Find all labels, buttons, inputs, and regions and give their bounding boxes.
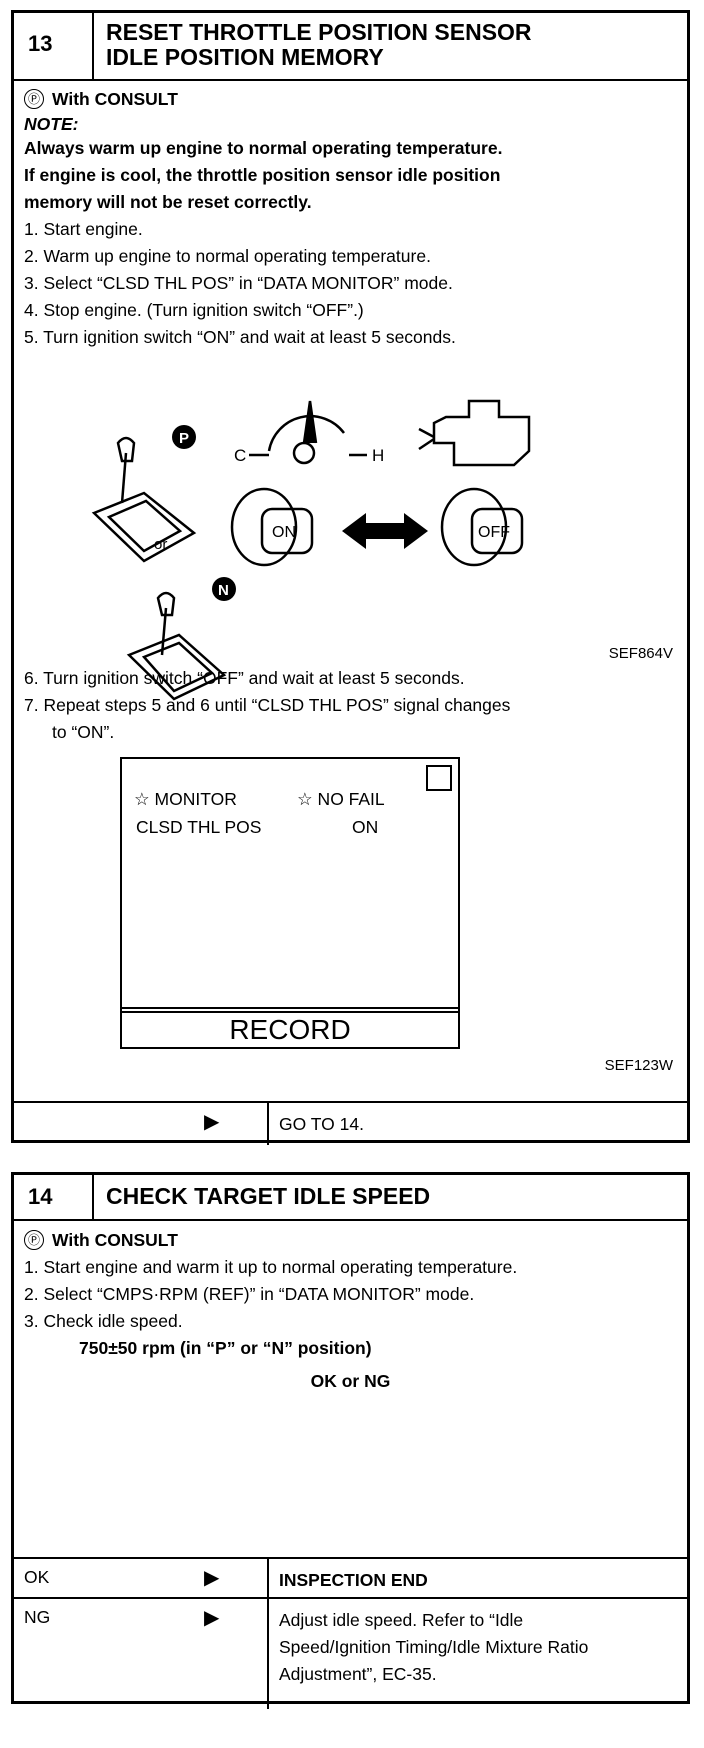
figure-caption: SEF123W bbox=[604, 1057, 673, 1074]
step-14-body: Ⓟ With CONSULT 1. Start engine and warm … bbox=[24, 1225, 677, 1395]
result-row: ▶ GO TO 14. bbox=[14, 1101, 687, 1145]
screen-corner-box bbox=[426, 765, 452, 791]
key-on-label: ON bbox=[272, 524, 296, 541]
or-label: or bbox=[154, 536, 167, 553]
step-item: 6. Turn ignition switch “OFF” and wait a… bbox=[24, 668, 465, 688]
step-14-box: 14 CHECK TARGET IDLE SPEED Ⓟ With CONSUL… bbox=[11, 1172, 690, 1709]
monitor-label: ☆ MONITOR bbox=[134, 789, 237, 809]
arrow-icon: ▶ bbox=[204, 1111, 220, 1133]
shift-n-label: N bbox=[218, 582, 229, 599]
arrow-icon: ▶ bbox=[204, 1607, 220, 1629]
note-line: memory will not be reset correctly. bbox=[24, 191, 312, 212]
step-item: 5. Turn ignition switch “ON” and wait at… bbox=[24, 326, 456, 347]
idle-speed-spec: 750±50 rpm (in “P” or “N” position) bbox=[79, 1337, 372, 1358]
ok-result: INSPECTION END bbox=[279, 1570, 428, 1590]
gauge-h-label: H bbox=[372, 446, 384, 465]
step-item: 1. Start engine. bbox=[24, 218, 143, 239]
monitor-item-value: ON bbox=[352, 817, 379, 837]
ok-or-ng-label: OK or NG bbox=[310, 1370, 391, 1391]
key-off-icon bbox=[440, 487, 524, 567]
gauge-c-label: C bbox=[234, 446, 246, 465]
consult-icon: Ⓟ bbox=[24, 1230, 44, 1250]
consult-heading: Ⓟ With CONSULT bbox=[24, 86, 178, 113]
step-number: 14 bbox=[14, 1175, 94, 1219]
step-title: CHECK TARGET IDLE SPEED bbox=[106, 1183, 431, 1209]
step-item: 4. Stop engine. (Turn ignition switch “O… bbox=[24, 299, 364, 320]
step-item: 2. Select “CMPS·RPM (REF)” in “DATA MONI… bbox=[24, 1283, 475, 1304]
key-on-icon bbox=[230, 487, 314, 567]
note-line: Always warm up engine to normal operatin… bbox=[24, 137, 503, 158]
step-number: 13 bbox=[14, 13, 94, 79]
temp-gauge-icon bbox=[267, 414, 345, 452]
step-item: 2. Warm up engine to normal operating te… bbox=[24, 245, 431, 266]
step-13-body-continued: 6. Turn ignition switch “OFF” and wait a… bbox=[24, 665, 677, 746]
shift-p-label: P bbox=[179, 430, 189, 447]
ignition-cycle-illustration: C H P N or ON OFF bbox=[91, 399, 531, 701]
result-text: GO TO 14. bbox=[279, 1114, 364, 1134]
step-item: 1. Start engine and warm it up to normal… bbox=[24, 1256, 518, 1277]
ng-row: NG ▶ Adjust idle speed. Refer to “Idle S… bbox=[14, 1597, 687, 1709]
shift-lever-p-icon bbox=[91, 436, 197, 563]
step-13-box: 13 RESET THROTTLE POSITION SENSOR IDLE P… bbox=[11, 10, 690, 1145]
step-13-body: Ⓟ With CONSULT NOTE: Always warm up engi… bbox=[24, 84, 677, 351]
step-14-header: 14 CHECK TARGET IDLE SPEED bbox=[14, 1175, 687, 1221]
record-button[interactable]: RECORD bbox=[120, 1007, 460, 1049]
step-item: 3. Select “CLSD THL POS” in “DATA MONITO… bbox=[24, 272, 453, 293]
shift-lever-n-icon bbox=[126, 591, 227, 701]
engine-icon bbox=[432, 399, 531, 467]
nofail-label: ☆ NO FAIL bbox=[297, 789, 385, 809]
step-title: RESET THROTTLE POSITION SENSOR IDLE POSI… bbox=[106, 19, 532, 70]
step-item: 3. Check idle speed. bbox=[24, 1310, 183, 1331]
step-item: 7. Repeat steps 5 and 6 until “CLSD THL … bbox=[24, 695, 511, 742]
ng-result: Adjust idle speed. Refer to “Idle Speed/… bbox=[279, 1610, 589, 1684]
consult-icon: Ⓟ bbox=[24, 89, 44, 109]
consult-heading: Ⓟ With CONSULT bbox=[24, 1227, 178, 1254]
double-arrow-icon bbox=[342, 513, 428, 549]
ok-label: OK bbox=[24, 1567, 50, 1587]
consult-screen: ☆ MONITOR ☆ NO FAIL CLSD THL POS ON bbox=[120, 757, 460, 1013]
ng-label: NG bbox=[24, 1607, 51, 1627]
note-line: If engine is cool, the throttle position… bbox=[24, 164, 501, 185]
monitor-item-name: CLSD THL POS bbox=[136, 817, 262, 837]
figure-caption: SEF864V bbox=[608, 645, 673, 662]
step-13-header: 13 RESET THROTTLE POSITION SENSOR IDLE P… bbox=[14, 13, 687, 81]
arrow-icon: ▶ bbox=[204, 1567, 220, 1589]
key-off-label: OFF bbox=[478, 524, 510, 541]
ok-row: OK ▶ INSPECTION END bbox=[14, 1557, 687, 1599]
note-label: NOTE: bbox=[24, 113, 79, 134]
